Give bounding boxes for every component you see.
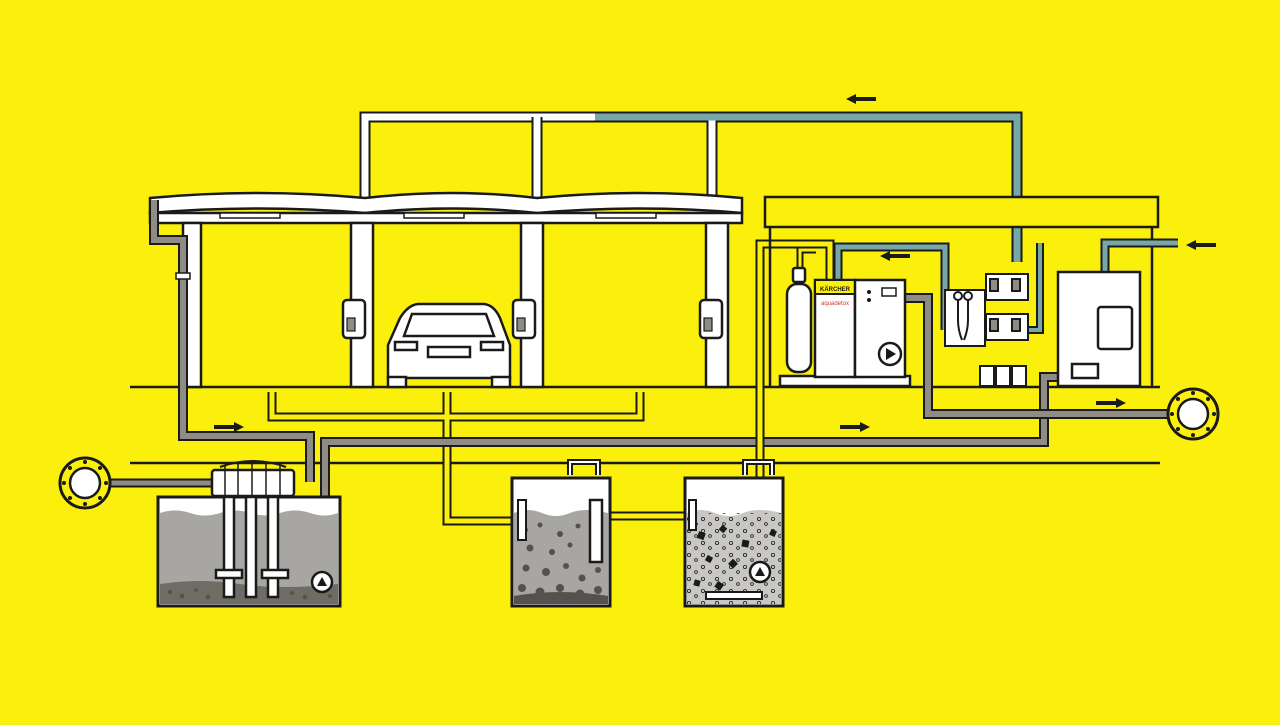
wash-unit	[341, 298, 724, 340]
car-illustration	[386, 302, 512, 389]
machine-room	[763, 195, 1160, 387]
aeration-tank	[683, 459, 785, 608]
arrow-icon	[214, 422, 244, 432]
pump-icon	[877, 341, 903, 367]
floor-channel	[267, 392, 645, 526]
machine-brand-text: KÄRCHER	[820, 286, 851, 293]
pump-icon	[748, 560, 772, 584]
arrow-icon	[846, 94, 876, 104]
flange-icon	[1166, 387, 1220, 441]
pump-icon	[310, 570, 334, 594]
arrow-icon	[1096, 398, 1126, 408]
overhead-supply-pipe	[359, 111, 1023, 262]
machine-product-text: aquadetox	[821, 301, 849, 307]
flange-icon	[58, 456, 214, 510]
arrow-icon	[840, 422, 870, 432]
settling-tank	[510, 459, 612, 608]
control-panel	[944, 273, 1029, 347]
roof-drain-pipe	[149, 200, 315, 482]
arrow-icon	[1186, 240, 1216, 250]
arrow-icon	[880, 251, 910, 261]
chemical-canisters	[979, 365, 1027, 387]
sludge-trap-tank	[156, 460, 342, 608]
ground-lines	[130, 385, 1160, 465]
clean-water-tank	[1056, 270, 1142, 388]
recycled-return-pipe	[320, 293, 1170, 570]
gas-cylinder	[785, 266, 813, 374]
